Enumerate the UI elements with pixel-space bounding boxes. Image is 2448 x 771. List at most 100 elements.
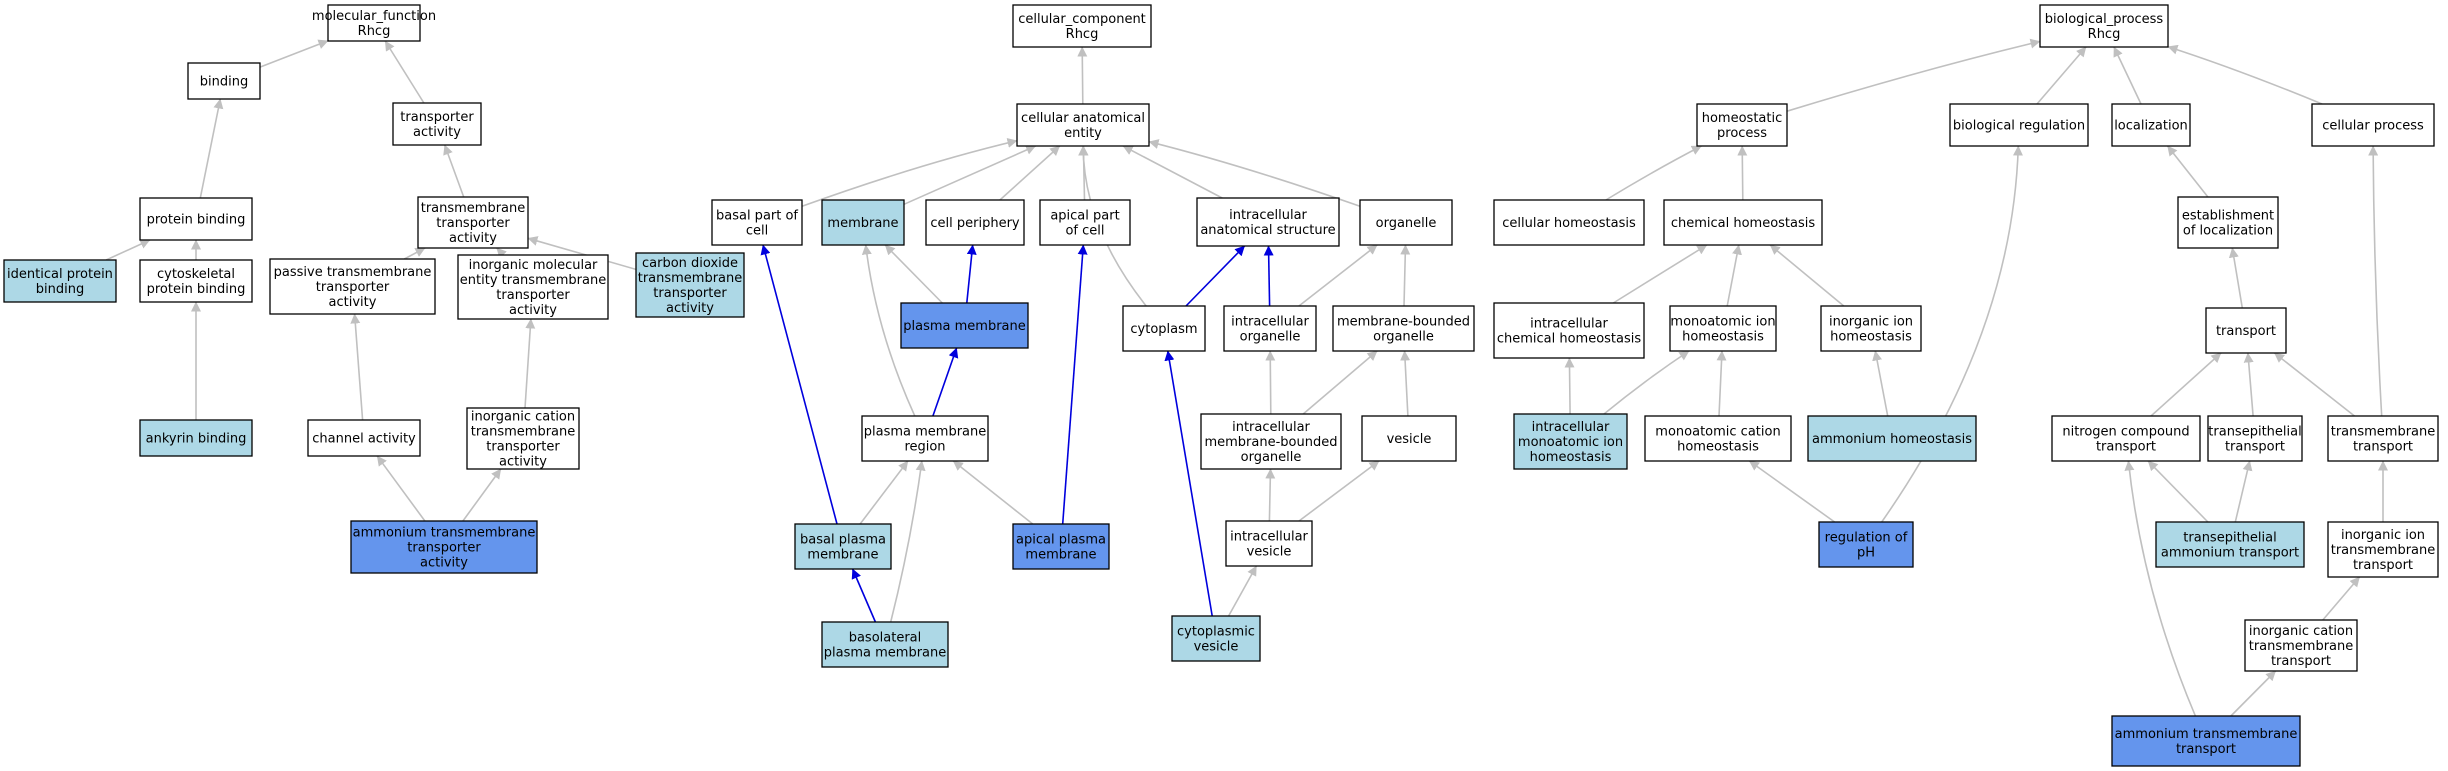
edge-inorganic-molecular-entity-tm-to-tm-transporter-activity [496, 247, 507, 259]
node-box [327, 4, 421, 42]
edge-ammonium-tm-transporter-activity-to-channel-activity [376, 455, 426, 522]
node-cellular-homeostasis[interactable]: cellular homeostasis [1493, 199, 1645, 246]
node-label-line: transporter [496, 288, 570, 303]
node-label-line: protein binding [147, 213, 246, 228]
edge-cytoplasm-to-intracellular-anatomical-structure [1185, 245, 1246, 307]
node-protein-binding[interactable]: protein binding [139, 197, 253, 241]
node-label-line: protein binding [147, 282, 246, 297]
edge-regulation-of-ph-to-monoatomic-cation-homeostasis [1748, 460, 1836, 523]
edge-plasma-membrane-to-membrane [884, 244, 943, 304]
node-box [2311, 103, 2435, 147]
node-cytoplasm[interactable]: cytoplasm [1122, 305, 1206, 352]
edge-basal-plasma-membrane-to-basal-part-of-cell [760, 244, 838, 525]
node-organelle[interactable]: organelle [1359, 199, 1453, 246]
edge-plasma-membrane-region-to-plasma-membrane [932, 347, 959, 417]
node-label-line: vesicle [1247, 545, 1292, 560]
node-vesicle[interactable]: vesicle [1361, 415, 1457, 462]
node-label-line: transport [2353, 440, 2413, 455]
edge-chemical-homeostasis-to-homeostatic-process [1737, 145, 1748, 201]
node-ammonium-homeostasis[interactable]: ammonium homeostasis [1807, 415, 1977, 462]
edge-monoatomic-ion-homeostasis-to-chemical-homeostasis [1726, 244, 1742, 307]
node-binding[interactable]: binding [187, 62, 261, 100]
node-label-line: cytoplasm [1130, 322, 1197, 337]
node-box [1223, 305, 1317, 352]
node-plasma-membrane[interactable]: plasma membrane [900, 302, 1029, 349]
node-label-line: inorganic molecular [469, 258, 598, 273]
node-box [1012, 523, 1110, 570]
node-box [2205, 307, 2287, 354]
node-box [900, 302, 1029, 349]
node-biological-regulation[interactable]: biological regulation [1949, 103, 2089, 147]
node-localization[interactable]: localization [2111, 103, 2191, 147]
node-ammonium-tm-transporter-activity[interactable]: ammonium transmembranetransporteractivit… [350, 520, 538, 574]
node-transport[interactable]: transport [2205, 307, 2287, 354]
node-ankyrin-binding[interactable]: ankyrin binding [139, 419, 253, 457]
node-label-line: nitrogen compound [2062, 425, 2189, 440]
node-box [1949, 103, 2089, 147]
node-co2-tm-transporter[interactable]: carbon dioxidetransmembranetransporterac… [635, 252, 745, 318]
node-label-line: activity [666, 301, 714, 316]
node-label-line: monoatomic cation [1655, 425, 1780, 440]
node-box [2244, 619, 2358, 672]
edge-organelle-to-cellular-anatomical-entity [1148, 139, 1361, 208]
node-inorganic-cation-tm-transporter[interactable]: inorganic cationtransmembranetransporter… [466, 407, 580, 470]
node-box [1332, 305, 1475, 352]
node-channel-activity[interactable]: channel activity [307, 419, 421, 457]
node-label-line: homeostasis [1682, 330, 1764, 345]
node-cellular-process[interactable]: cellular process [2311, 103, 2435, 147]
edge-basolateral-plasma-membrane-to-basal-plasma-membrane [851, 568, 877, 623]
node-box [1493, 199, 1645, 246]
node-cell-periphery[interactable]: cell periphery [925, 199, 1025, 246]
node-label-line: transmembrane [471, 425, 576, 440]
node-label-line: plasma membrane [903, 319, 1026, 334]
node-chemical-homeostasis[interactable]: chemical homeostasis [1663, 199, 1823, 246]
node-label-line: passive transmembrane [274, 265, 432, 280]
node-label-line: cellular_component [1018, 12, 1146, 27]
node-label-line: membrane-bounded [1337, 315, 1470, 330]
edge-transporter-activity-to-mf-root [384, 40, 425, 104]
node-label-line: activity [449, 231, 497, 246]
node-label-line: entity [1064, 126, 1102, 141]
node-label-line: transport [2216, 324, 2276, 339]
node-box [457, 254, 609, 320]
node-membrane[interactable]: membrane [821, 199, 905, 246]
node-label-line: Rhcg [358, 24, 391, 39]
